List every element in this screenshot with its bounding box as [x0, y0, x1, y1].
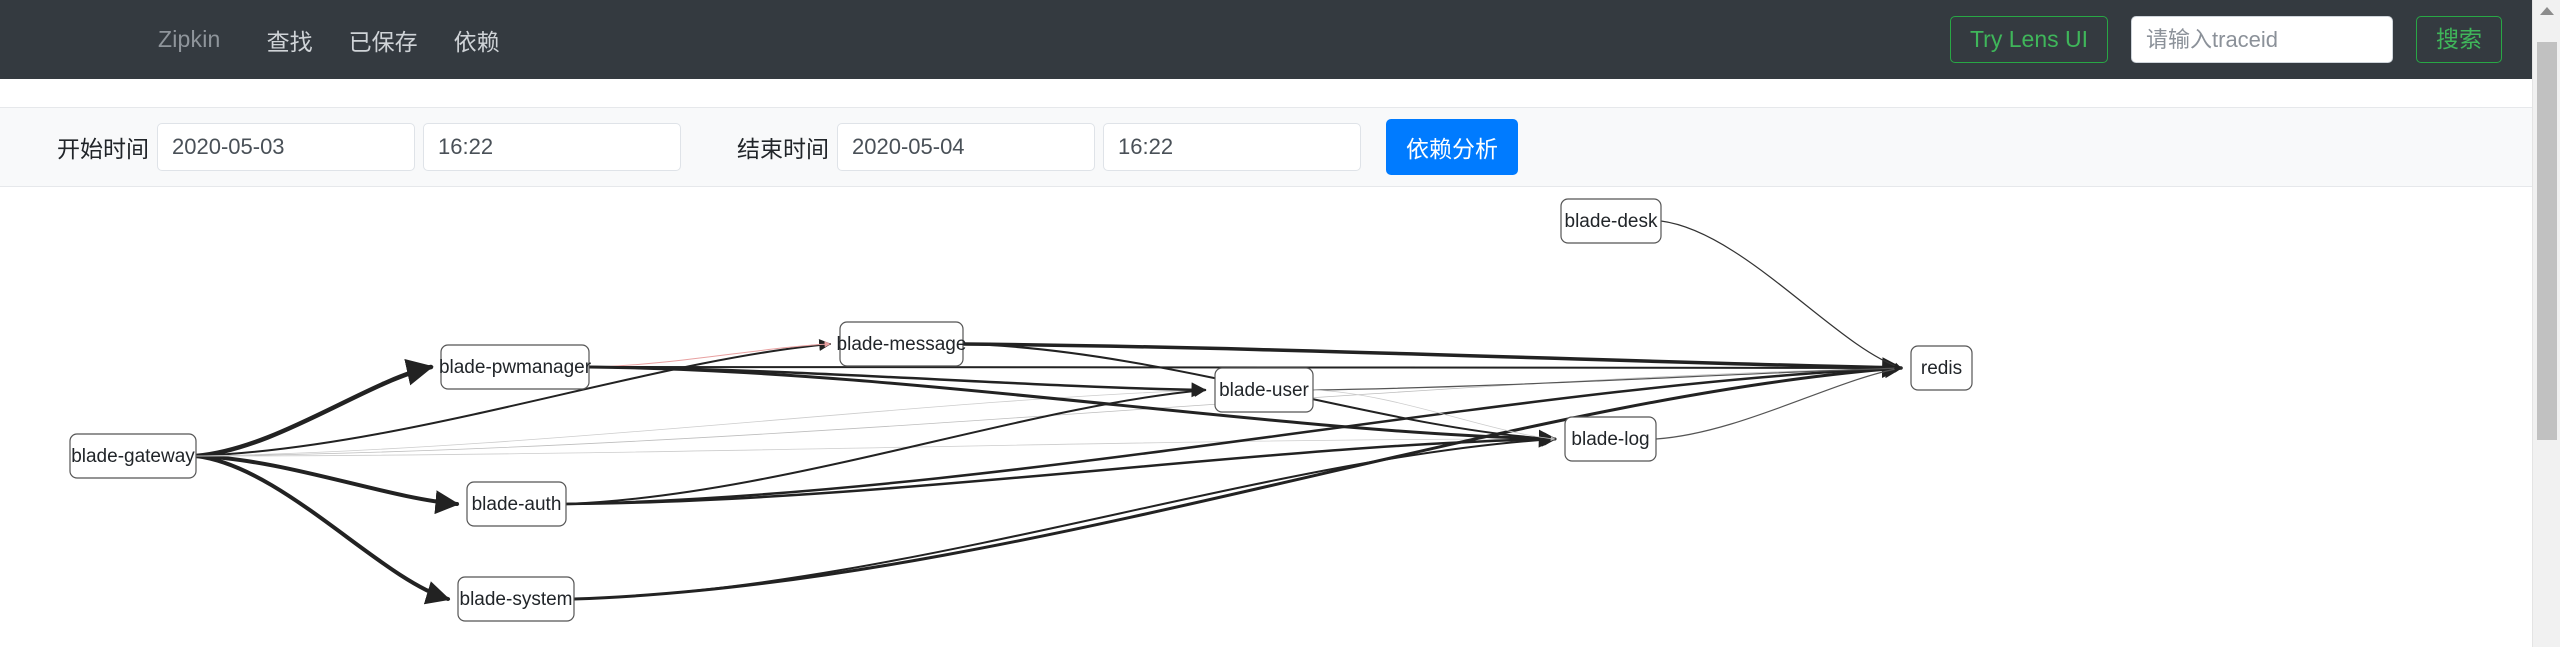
start-date-input[interactable]	[157, 123, 415, 171]
graph-node-label: blade-pwmanager	[439, 357, 592, 378]
graph-node-blade-user[interactable]: blade-user	[1214, 367, 1314, 413]
graph-edge[interactable]	[564, 361, 1903, 506]
graph-edge[interactable]	[194, 454, 451, 605]
graph-node-redis[interactable]: redis	[1910, 345, 1973, 391]
nav-link-saved[interactable]: 已保存	[348, 28, 418, 55]
nav-link-dependency[interactable]: 依赖	[453, 28, 500, 55]
graph-node-label: redis	[1921, 358, 1962, 379]
dependency-filter-bar: 开始时间 结束时间 依赖分析	[0, 107, 2532, 187]
graph-edge[interactable]	[961, 342, 1904, 379]
traceid-search-input[interactable]	[2131, 16, 2393, 63]
search-button[interactable]: 搜索	[2416, 16, 2502, 63]
graph-edge[interactable]	[1660, 220, 1902, 370]
graph-edge[interactable]	[573, 433, 1557, 600]
graph-node-box[interactable]	[440, 344, 590, 390]
graph-edge[interactable]	[1312, 389, 1556, 441]
graph-node-label: blade-system	[460, 589, 573, 610]
graph-edge[interactable]	[564, 431, 1557, 506]
graph-node-blade-log[interactable]: blade-log	[1564, 416, 1657, 462]
graph-edge[interactable]	[588, 341, 831, 368]
graph-edge[interactable]	[195, 436, 1556, 457]
graph-node-label: blade-user	[1219, 380, 1309, 401]
dependency-graph-canvas[interactable]: blade-gateway blade-pwmanager blade-auth bl…	[0, 188, 2532, 647]
graph-node-blade-auth[interactable]: blade-auth	[466, 481, 567, 527]
start-time-input[interactable]	[423, 123, 681, 171]
graph-node-label: blade-gateway	[71, 446, 195, 467]
graph-edge[interactable]	[587, 365, 1207, 398]
top-navbar: Zipkin 查找 已保存 依赖 Try Lens UI 搜索	[0, 0, 2532, 79]
graph-node-box[interactable]	[1214, 367, 1314, 413]
graph-node-box[interactable]	[1910, 345, 1973, 391]
end-time-label: 结束时间	[737, 136, 829, 162]
analyze-dependency-button[interactable]: 依赖分析	[1386, 119, 1518, 175]
try-lens-ui-button[interactable]: Try Lens UI	[1949, 16, 2108, 63]
graph-node-label: blade-desk	[1565, 211, 1658, 232]
graph-node-box[interactable]	[69, 433, 197, 479]
graph-node-blade-pwmanager[interactable]: blade-pwmanager	[439, 344, 592, 390]
graph-edge[interactable]	[572, 360, 1903, 601]
end-date-input[interactable]	[837, 123, 1095, 171]
graph-node-layer: blade-gateway blade-pwmanager blade-auth bl…	[69, 198, 1973, 622]
navbar-right-group: Try Lens UI 搜索	[1949, 16, 2502, 63]
graph-node-label: blade-auth	[472, 494, 562, 515]
graph-node-blade-message[interactable]: blade-message	[837, 321, 967, 367]
scroll-up-arrow-icon[interactable]	[2533, 0, 2560, 22]
graph-edge[interactable]	[588, 361, 1903, 374]
graph-edge[interactable]	[1655, 365, 1902, 440]
graph-node-box[interactable]	[466, 481, 567, 527]
graph-edge[interactable]	[195, 365, 1902, 457]
graph-edge[interactable]	[193, 359, 434, 459]
start-time-label: 开始时间	[57, 136, 149, 162]
vertical-scrollbar[interactable]	[2532, 0, 2560, 647]
graph-node-box[interactable]	[839, 321, 964, 367]
graph-edge[interactable]	[565, 385, 1207, 505]
nav-link-find[interactable]: 查找	[266, 28, 313, 55]
graph-edge[interactable]	[587, 365, 1557, 448]
graph-edge[interactable]	[1312, 364, 1902, 391]
graph-edge[interactable]	[194, 454, 460, 515]
nav-links: 查找 已保存 依赖	[267, 23, 500, 57]
dependency-graph-svg: blade-gateway blade-pwmanager blade-auth bl…	[69, 198, 1973, 622]
graph-node-blade-gateway[interactable]: blade-gateway	[69, 433, 197, 479]
graph-node-box[interactable]	[1564, 416, 1657, 462]
graph-edge[interactable]	[195, 387, 1206, 457]
brand-zipkin[interactable]: Zipkin	[158, 26, 221, 52]
graph-node-label: blade-log	[1571, 429, 1649, 450]
graph-node-blade-system[interactable]: blade-system	[457, 576, 575, 622]
graph-edge-layer	[193, 220, 1904, 605]
graph-node-label: blade-message	[837, 334, 967, 355]
graph-node-box[interactable]	[457, 576, 575, 622]
graph-edge[interactable]	[195, 339, 832, 457]
scrollbar-thumb[interactable]	[2537, 42, 2557, 440]
graph-node-blade-desk[interactable]: blade-desk	[1560, 198, 1662, 244]
graph-node-box[interactable]	[1560, 198, 1662, 244]
end-time-input[interactable]	[1103, 123, 1361, 171]
